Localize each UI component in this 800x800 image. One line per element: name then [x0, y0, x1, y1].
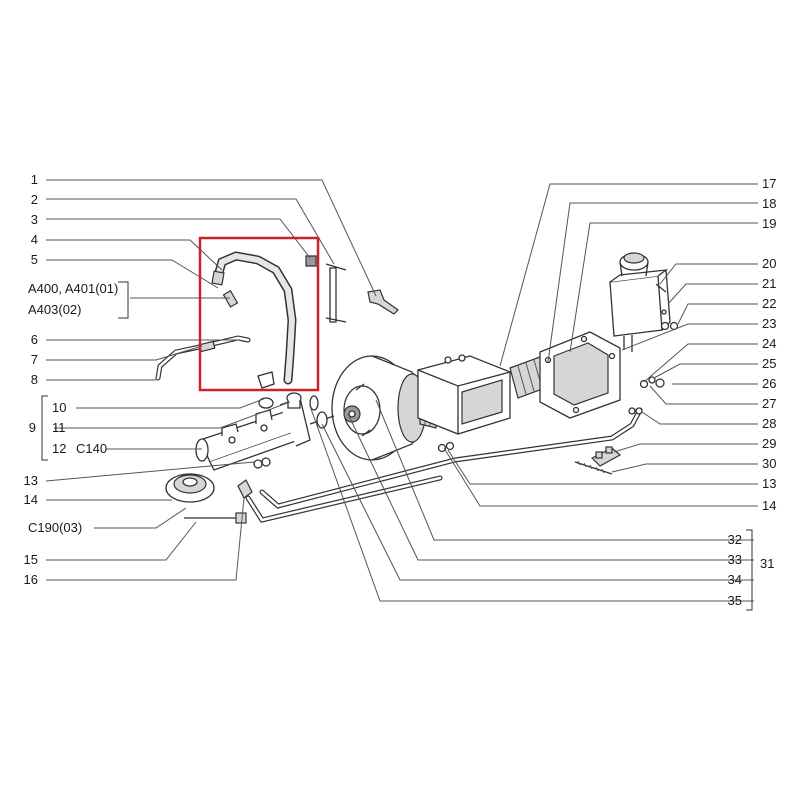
master-cylinder: [195, 397, 311, 471]
bracket-strip: [325, 263, 347, 323]
callout-6: 6: [31, 332, 38, 347]
callout-3: 3: [31, 212, 38, 227]
callout-34: 34: [728, 572, 742, 587]
callout-2: 2: [31, 192, 38, 207]
callout-c140: C140: [76, 441, 107, 456]
fasteners-right: [639, 309, 679, 389]
callout-20: 20: [762, 256, 776, 271]
fluid-reservoir: [609, 252, 671, 352]
callout-19: 19: [762, 216, 776, 231]
pipe-clip: [590, 446, 622, 467]
callout-31: 31: [760, 556, 774, 571]
threaded-rod: [574, 460, 613, 475]
callout-1: 1: [31, 172, 38, 187]
washers-right: [437, 441, 455, 453]
reservoir-seals: [258, 392, 302, 409]
callout-33: 33: [728, 552, 742, 567]
callout-12: 12: [52, 441, 66, 456]
highlight-box: [198, 236, 320, 392]
vacuum-check-valve: [165, 473, 215, 503]
vacuum-hose: [211, 251, 317, 389]
callout-14-left: 14: [24, 492, 38, 507]
brake-pipe-upper: [155, 335, 251, 381]
callout-17: 17: [762, 176, 776, 191]
callout-35: 35: [728, 593, 742, 608]
callout-29: 29: [762, 436, 776, 451]
brake-line-assembly: [245, 407, 643, 523]
callout-c190: C190(03): [28, 520, 82, 535]
callout-labels-right: 17 18 19 20 21 22 23 24 25 26 27 28 29 3…: [728, 176, 777, 608]
callout-11: 11: [52, 420, 66, 435]
callout-27: 27: [762, 396, 776, 411]
callout-16: 16: [24, 572, 38, 587]
callout-15: 15: [24, 552, 38, 567]
callout-4: 4: [31, 232, 38, 247]
callout-28: 28: [762, 416, 776, 431]
callout-10: 10: [52, 400, 66, 415]
washers-left: [253, 457, 271, 469]
leader-lines: [45, 179, 758, 602]
callout-24: 24: [762, 336, 776, 351]
callout-32: 32: [728, 532, 742, 547]
callout-21: 21: [762, 276, 776, 291]
callout-23: 23: [762, 316, 776, 331]
pipe-union: [237, 479, 253, 499]
brake-booster: [331, 355, 427, 461]
callout-8: 8: [31, 372, 38, 387]
callout-13-right: 13: [762, 476, 776, 491]
pedal-bracket: [417, 354, 511, 435]
callout-30: 30: [762, 456, 776, 471]
callout-14-right: 14: [762, 498, 776, 513]
callout-22: 22: [762, 296, 776, 311]
callout-5: 5: [31, 252, 38, 267]
callout-26: 26: [762, 376, 776, 391]
callout-9: 9: [29, 420, 36, 435]
callout-a400: A400, A401(01): [28, 281, 118, 296]
group-brackets: [41, 281, 753, 611]
callout-7: 7: [31, 352, 38, 367]
callout-13-left: 13: [24, 473, 38, 488]
mounting-bracket: [367, 289, 399, 315]
callout-labels-left: 1 2 3 4 5 A400, A401(01) A403(02) 6 7 8 …: [24, 172, 119, 587]
mounting-bolt: [184, 512, 247, 524]
mounting-gasket: [539, 331, 621, 419]
callout-25: 25: [762, 356, 776, 371]
callout-18: 18: [762, 196, 776, 211]
booster-pushrod: [309, 395, 335, 429]
callout-a403: A403(02): [28, 302, 81, 317]
